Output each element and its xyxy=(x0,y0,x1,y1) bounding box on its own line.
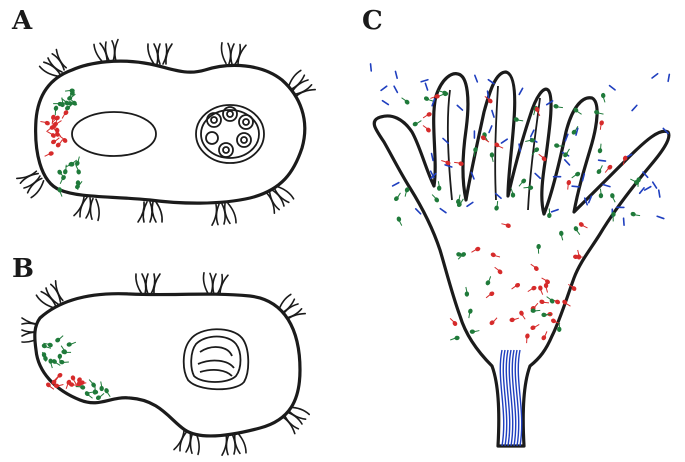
cilium xyxy=(652,74,658,78)
cilium xyxy=(645,187,651,190)
panel-c-drawing xyxy=(371,64,670,446)
panel-a-drawing xyxy=(17,40,315,226)
cell xyxy=(450,335,460,341)
panel-label-b: B xyxy=(12,256,34,282)
cilium xyxy=(393,183,399,186)
panel-b-body-outline xyxy=(35,294,300,436)
cilium xyxy=(432,154,434,161)
cilium xyxy=(488,91,489,98)
cell xyxy=(630,211,641,218)
panel-label-c: C xyxy=(362,8,383,34)
cilium xyxy=(381,86,387,90)
cell xyxy=(401,96,411,106)
cell xyxy=(596,165,605,175)
cell xyxy=(601,93,606,103)
surface-tuft xyxy=(222,433,246,455)
surface-tuft xyxy=(136,274,160,294)
surface-tuft xyxy=(74,197,99,221)
cilium xyxy=(659,190,660,197)
cilium xyxy=(519,88,522,94)
cilium xyxy=(624,218,625,225)
cell xyxy=(396,216,403,226)
panel-label-a: A xyxy=(12,8,32,34)
cell xyxy=(597,143,604,153)
cilium xyxy=(395,71,397,78)
cilium xyxy=(416,209,421,214)
surface-tuft xyxy=(17,171,44,197)
cell xyxy=(423,95,434,103)
cilium xyxy=(653,182,657,188)
cell xyxy=(553,103,564,110)
cilium xyxy=(632,105,637,110)
cilium xyxy=(382,101,388,105)
surface-tuft xyxy=(204,273,229,295)
cell xyxy=(422,123,432,133)
cilium xyxy=(599,160,606,161)
cilium xyxy=(668,74,669,81)
cilium xyxy=(425,83,427,90)
cilium xyxy=(657,216,664,218)
cilium xyxy=(640,188,644,193)
surface-tuft xyxy=(40,50,67,77)
cilium xyxy=(475,75,478,82)
cilium xyxy=(421,80,428,82)
cilium xyxy=(610,86,616,90)
cell xyxy=(412,119,423,127)
surface-tuft xyxy=(36,281,62,308)
cilium xyxy=(394,86,397,92)
panel-c-organ-outline xyxy=(374,72,669,446)
cilium xyxy=(371,64,372,71)
surface-tuft xyxy=(148,44,172,64)
cell xyxy=(422,111,433,119)
surface-tuft xyxy=(138,202,162,222)
cell xyxy=(597,120,604,131)
surface-tuft xyxy=(222,43,247,65)
cell xyxy=(393,192,403,202)
cell xyxy=(449,317,458,327)
panel-b-drawing xyxy=(22,273,309,455)
cilium xyxy=(572,186,579,187)
surface-tuft xyxy=(212,203,236,225)
